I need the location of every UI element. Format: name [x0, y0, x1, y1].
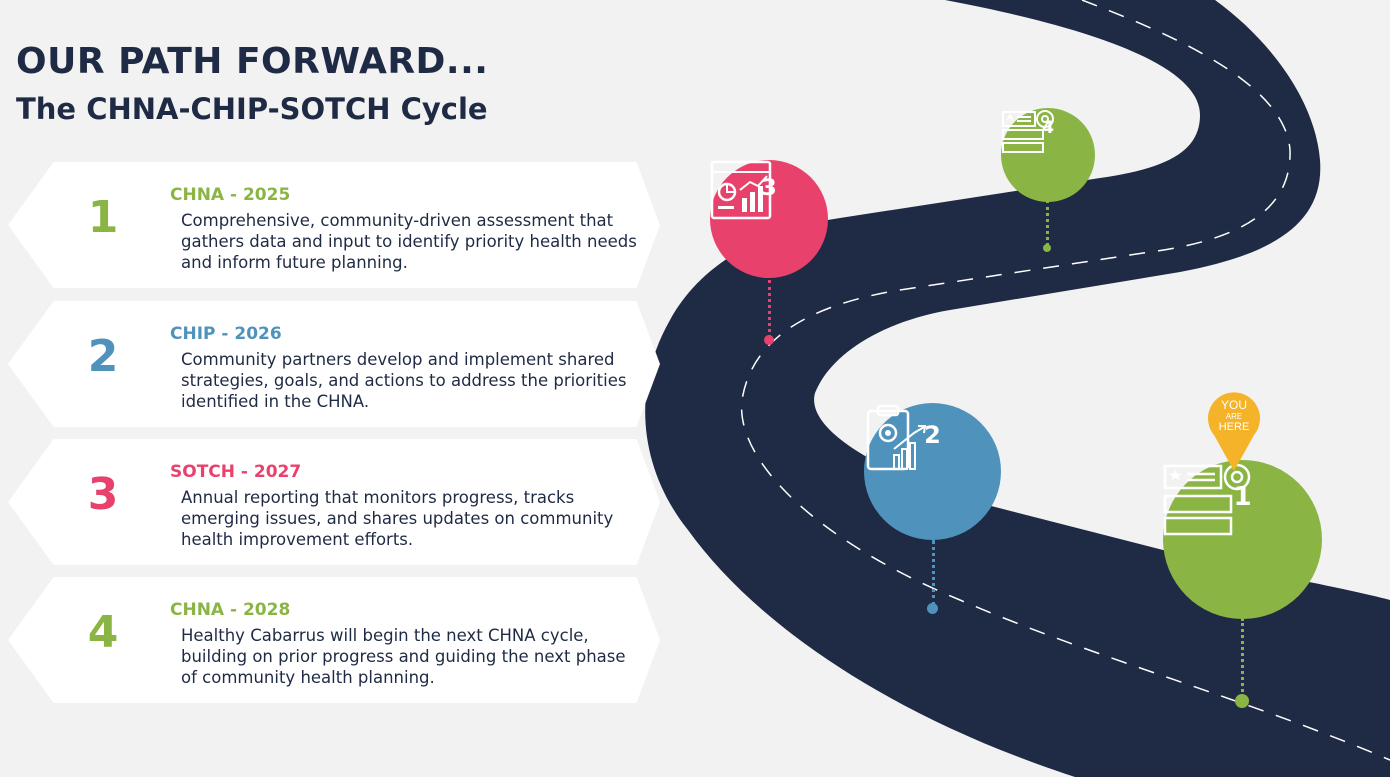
step-card-4: 4 CHNA - 2028 Healthy Cabarrus will begi…	[8, 577, 660, 703]
road-centerline	[740, 0, 1390, 761]
stop-marker-dot	[1043, 244, 1051, 252]
page-subtitle: The CHNA-CHIP-SOTCH Cycle	[16, 92, 488, 126]
pin-text-line3: HERE	[1218, 421, 1250, 433]
stop-number: 4	[1042, 118, 1054, 138]
step-description: Annual reporting that monitors progress,…	[181, 488, 614, 549]
stop-number: 2	[924, 421, 941, 449]
clipboard-chart-icon	[866, 404, 927, 471]
map-pin-icon	[1208, 392, 1260, 471]
stop-circle: 2	[864, 403, 1001, 540]
stop-stem	[1241, 618, 1244, 698]
stop-stem	[932, 540, 935, 606]
step-card-3: 3 SOTCH - 2027 Annual reporting that mon…	[8, 439, 660, 565]
card-background	[8, 439, 660, 565]
pin-text-line1: YOU	[1220, 398, 1247, 412]
card-background	[8, 162, 660, 288]
stop-number: 1	[1233, 482, 1252, 512]
stop-stem	[1046, 200, 1049, 246]
step-number: 1	[87, 192, 119, 243]
stop-marker-dot	[764, 335, 774, 345]
stop-circle: 3	[710, 160, 828, 278]
page-title: OUR PATH FORWARD...	[16, 41, 489, 82]
stop-circle: 1	[1163, 460, 1322, 619]
step-number: 2	[87, 331, 119, 382]
step-card-2: 2 CHIP - 2026 Community partners develop…	[8, 301, 660, 427]
step-description: Healthy Cabarrus will begin the next CHN…	[181, 626, 626, 687]
step-heading: SOTCH - 2027	[170, 462, 302, 482]
card-background	[8, 301, 660, 427]
stop-marker-dot	[927, 603, 938, 614]
step-description: Comprehensive, community-driven assessme…	[181, 211, 637, 272]
checklist-icon	[1002, 110, 1054, 153]
stop-marker-dot	[1235, 694, 1249, 708]
step-heading: CHIP - 2026	[170, 324, 282, 344]
stop-circle: 4	[1001, 108, 1095, 202]
pin-text-line2: ARE	[1225, 412, 1243, 421]
step-heading: CHNA - 2025	[170, 185, 291, 205]
checklist-icon	[1163, 463, 1251, 536]
stop-number: 3	[761, 176, 777, 201]
step-number: 3	[87, 469, 119, 520]
dashboard-chart-icon	[710, 160, 772, 220]
step-description: Community partners develop and implement…	[181, 350, 627, 411]
step-number: 4	[87, 607, 119, 658]
stop-stem	[768, 280, 771, 338]
card-background	[8, 577, 660, 703]
step-card-1: 1 CHNA - 2025 Comprehensive, community-d…	[8, 162, 660, 288]
step-heading: CHNA - 2028	[170, 600, 291, 620]
